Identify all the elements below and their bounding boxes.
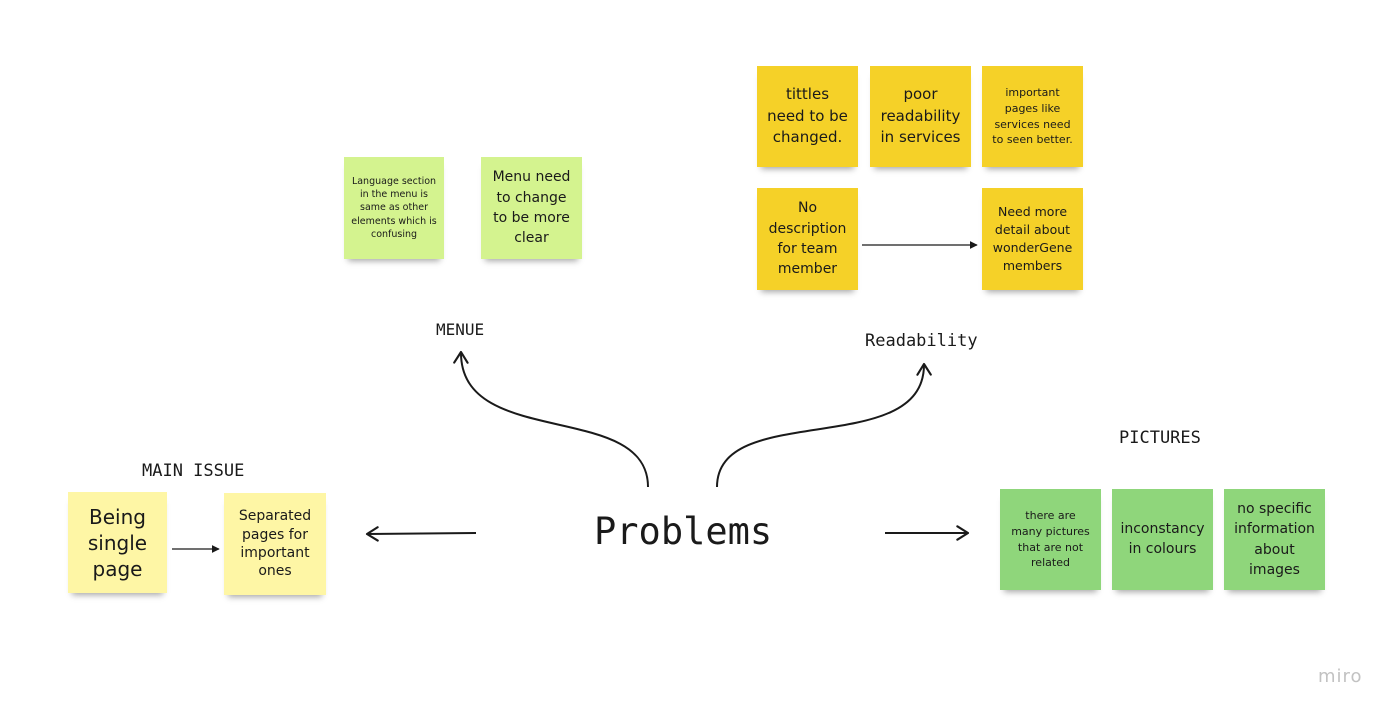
sticky-note-being-single-page[interactable]: Being single page [68,492,167,593]
sticky-note-inconstancy[interactable]: inconstancy in colours [1112,489,1213,590]
sticky-note-poor-readability[interactable]: poor readability in services [870,66,971,167]
sticky-note-text: Menu need to change to be more clear [492,169,571,247]
sticky-note-text: inconstancy in colours [1120,520,1205,557]
sticky-note-text: No description for team member [768,200,847,278]
sticky-note-text: tittles need to be changed. [767,84,848,147]
connector-to-readability[interactable] [716,362,932,488]
sticky-note-need-more-detail[interactable]: Need more detail about wonderGene member… [982,188,1083,290]
miro-logo: miro [1318,666,1363,687]
sticky-note-text: no specific information about images [1234,500,1315,578]
sticky-note-important-pages[interactable]: important pages like services need to se… [982,66,1083,167]
sticky-note-many-pictures[interactable]: there are many pictures that are not rel… [1000,489,1101,590]
connector-to-menue[interactable] [453,350,649,488]
sticky-note-text: Being single page [87,504,148,581]
sticky-note-text: important pages like services need to se… [992,86,1073,147]
group-label-pictures[interactable]: PICTURES [1119,428,1201,448]
sticky-note-no-description[interactable]: No description for team member [757,188,858,290]
sticky-note-tittles[interactable]: tittles need to be changed. [757,66,858,167]
sticky-note-text: Separated pages for important ones [238,508,312,580]
group-label-menue[interactable]: MENUE [436,320,485,339]
sticky-note-text: Need more detail about wonderGene member… [992,203,1073,274]
group-label-readability[interactable]: Readability [865,331,978,351]
sticky-note-separated-pages[interactable]: Separated pages for important ones [224,493,326,595]
sticky-note-no-specific-information[interactable]: no specific information about images [1224,489,1325,590]
sticky-note-text: there are many pictures that are not rel… [1011,508,1090,570]
sticky-note-language-section[interactable]: Language section in the menu is same as … [344,157,444,259]
sticky-note-text: Language section in the menu is same as … [351,175,437,240]
sticky-note-menu-need-change[interactable]: Menu need to change to be more clear [481,157,582,259]
connector-to-main-issue[interactable] [365,526,477,542]
group-label-main-issue[interactable]: MAIN ISSUE [142,461,245,481]
central-topic[interactable]: Problems [594,510,773,553]
sticky-note-text: poor readability in services [880,84,961,147]
